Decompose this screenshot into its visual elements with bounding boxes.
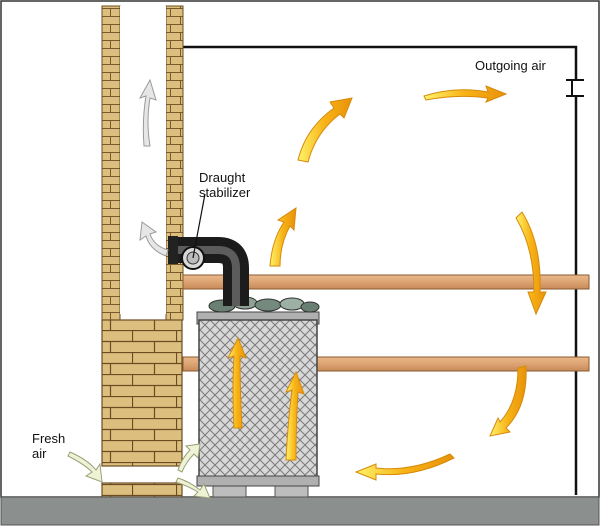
- fresh-air-arrow: [177, 443, 201, 473]
- fresh-air-arrow: [175, 477, 211, 499]
- upper-bench: [182, 274, 590, 290]
- room-wall: [183, 45, 578, 495]
- warm-air-arrow: [515, 211, 547, 316]
- draught-stabilizer-label-line2: stabilizer: [199, 185, 251, 200]
- fresh-air-arrow: [67, 451, 103, 483]
- warm-air-arrow: [269, 207, 297, 267]
- stove: [196, 296, 320, 498]
- flue-pipe: [168, 236, 249, 306]
- outgoing-air-label: Outgoing air: [475, 58, 546, 73]
- cool-air-arrow: [139, 221, 169, 257]
- cool-air-arrow: [138, 78, 157, 147]
- warm-air-arrow: [423, 85, 508, 103]
- outgoing-vent: [566, 79, 584, 97]
- warm-air-arrow: [285, 370, 305, 461]
- fresh-air-label-line2: air: [32, 446, 47, 461]
- fresh-air-label-line1: Fresh: [32, 431, 65, 446]
- draught-stabilizer-label-line1: Draught: [199, 170, 246, 185]
- warm-air-arrow: [354, 453, 455, 481]
- warm-air-arrow: [297, 97, 353, 163]
- floor: [0, 496, 600, 526]
- warm-air-arrow: [489, 365, 527, 437]
- draught-stabilizer: [181, 193, 206, 270]
- warm-air-arrow: [227, 336, 247, 429]
